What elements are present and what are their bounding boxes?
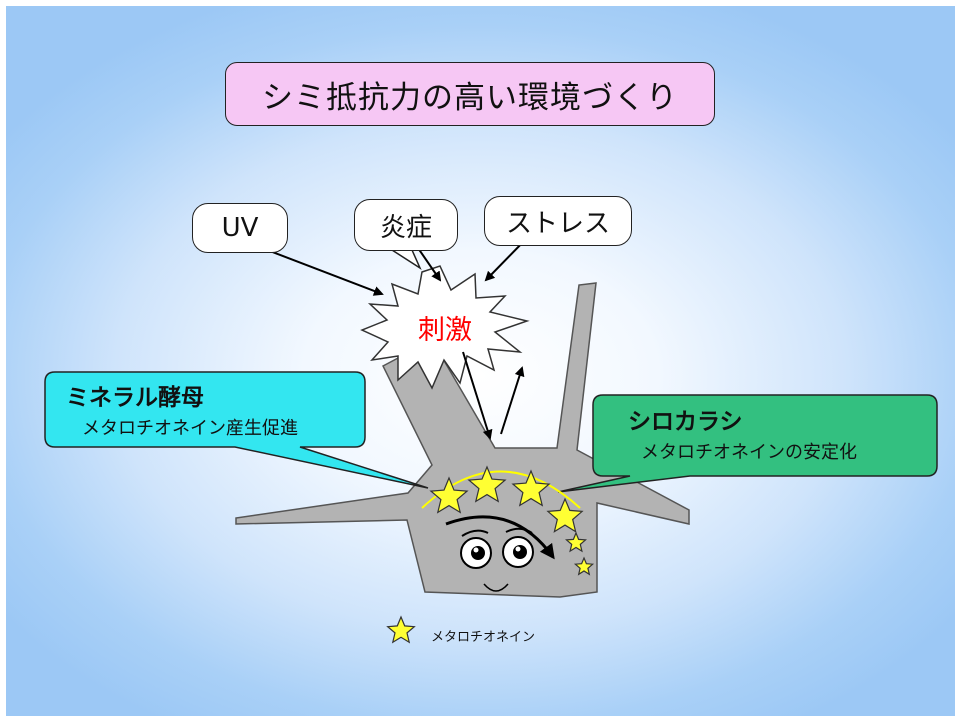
stimulus-label: 刺激 xyxy=(418,315,472,346)
left-eyebrow xyxy=(461,529,489,537)
metallothionein-star xyxy=(429,476,469,514)
cell-body xyxy=(235,282,690,598)
movement-arrow xyxy=(445,515,555,560)
page-title: シミ抵抗力の高い環境づくり xyxy=(225,62,715,126)
mineral-yeast-callout xyxy=(44,371,429,489)
metallothionein-star xyxy=(546,497,584,533)
up-arrow xyxy=(500,366,525,435)
metallothionein-star xyxy=(467,465,507,503)
mineral-yeast-title: ミネラル酵母 xyxy=(66,385,204,411)
uv-arrow xyxy=(261,247,384,296)
legend-star-icon xyxy=(386,615,416,644)
shirokarashi-title: シロカラシ xyxy=(628,409,743,435)
stress-bubble: ストレス xyxy=(484,196,632,246)
legend-label: メタロチオネイン xyxy=(431,630,536,645)
metallothionein-star xyxy=(565,531,587,553)
bubble-tail-enshou xyxy=(391,249,422,270)
shirokarashi-callout xyxy=(557,394,938,493)
metallothionein-star xyxy=(573,556,595,576)
mineral-yeast-subtitle: メタロチオネイン産生促進 xyxy=(82,418,298,439)
down-arrow xyxy=(462,351,493,440)
shirokarashi-subtitle: メタロチオネインの安定化 xyxy=(641,442,857,463)
inflammation-bubble: 炎症 xyxy=(354,199,458,251)
right-eyebrow xyxy=(505,527,533,534)
uv-bubble: UV xyxy=(192,203,288,253)
mouth xyxy=(483,583,509,592)
inflammation-arrow xyxy=(417,247,442,282)
cell-face xyxy=(460,527,534,592)
stimulus-burst xyxy=(360,265,530,390)
metallothionein-star xyxy=(511,469,551,507)
